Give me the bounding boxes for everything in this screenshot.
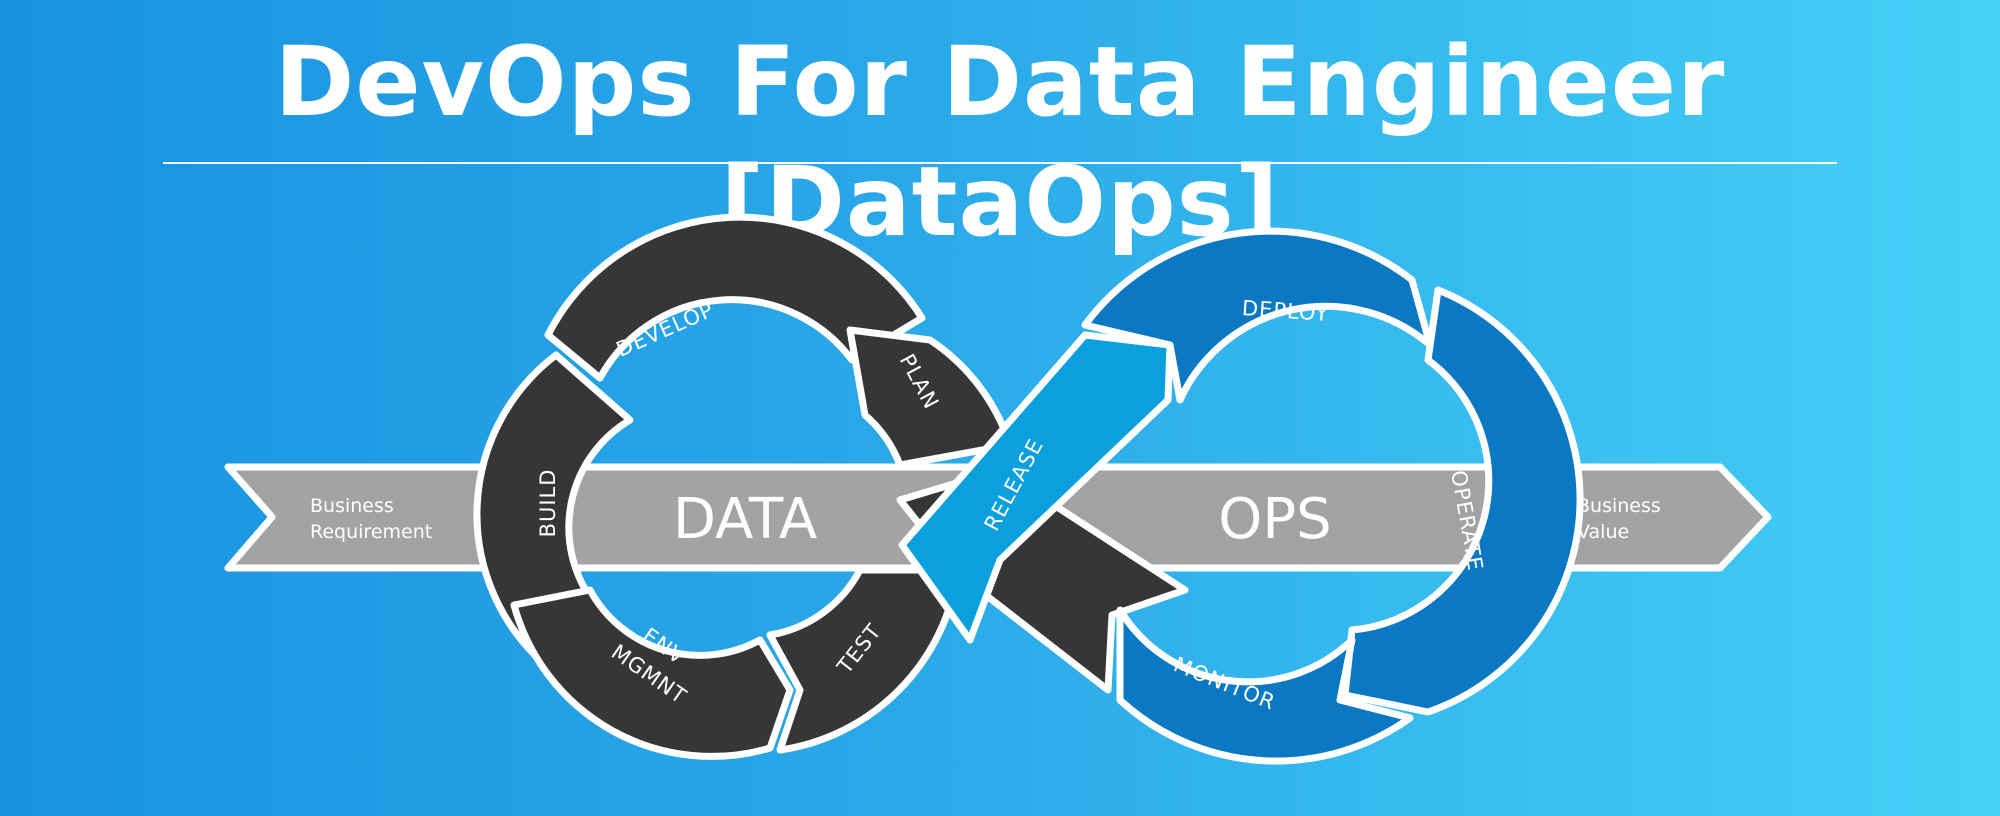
left-arrow-text-line1: Business [310,495,394,517]
right-arrow-text-line1: Business [1577,495,1661,517]
data-label: DATA [673,487,817,552]
segment-monitor [1116,606,1414,765]
page-title: DevOps For Data Engineer [DataOps] [274,26,1726,258]
title-underline [163,162,1837,164]
left-arrow-text-line2: Requirement [310,521,432,543]
stage-label-build: BUILD [536,469,560,538]
segment-release [898,331,1174,644]
segment-develop [544,213,926,382]
segment-test [766,566,962,754]
ops-label: OPS [1218,487,1331,552]
right-arrow-text-line2: Value [1577,521,1629,543]
ops-loop [1081,227,1584,765]
segment-env-mgmnt [510,586,794,760]
segment-operate [1341,286,1584,716]
